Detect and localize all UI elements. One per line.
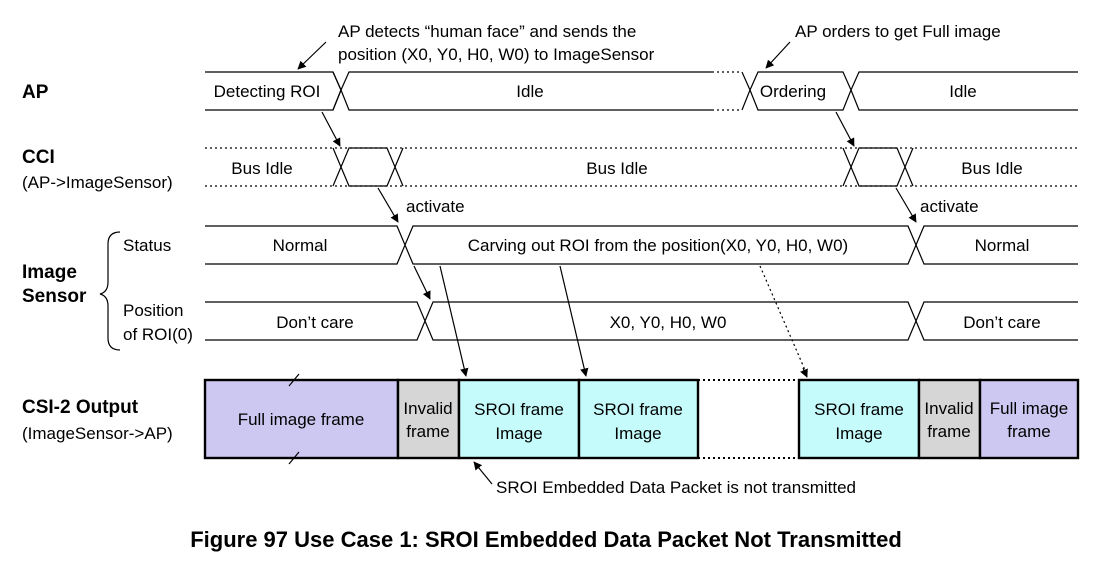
ap-state-idle-2: Idle [949, 82, 976, 101]
frame-1-label-line2: frame [406, 422, 449, 441]
frame-full-image-2 [978, 378, 1080, 460]
cci-to-status-arrow-1 [377, 187, 399, 223]
status-to-position-arrow [413, 265, 431, 300]
sroi-not-transmitted-arrow [473, 461, 493, 485]
cci-row-sublabel: (AP->ImageSensor) [22, 173, 173, 192]
status-timing-row: Normal Carving out ROI from the position… [205, 225, 1078, 265]
status-to-sroi3-arrowhead [800, 367, 808, 378]
image-sensor-label-line1: Image [22, 262, 77, 283]
cci-state-bus-idle-2: Bus Idle [586, 159, 647, 178]
frame-2-label-line1: SROI frame [474, 400, 564, 419]
frame-invalid-1 [396, 378, 461, 460]
cci-row-label: CCI [22, 147, 55, 168]
position-state-dont-care-1: Don’t care [276, 313, 353, 332]
position-sublabel-line1: Position [123, 301, 183, 320]
ap-to-cci-arrow-1 [321, 111, 341, 147]
frame-3-label-line1: SROI frame [593, 400, 683, 419]
image-sensor-label-line2: Sensor [22, 286, 87, 307]
status-to-sroi1-arrow [439, 265, 469, 377]
csi2-row-sublabel: (ImageSensor->AP) [22, 424, 173, 443]
frame-5-label-line2: frame [927, 422, 970, 441]
frame-0-label: Full image frame [238, 410, 365, 429]
csi2-row-label: CSI-2 Output [22, 397, 139, 418]
status-to-sroi3-dotted [759, 265, 806, 371]
activate-note-2: activate [920, 197, 979, 216]
ap-detect-arrow [297, 41, 327, 70]
figure-caption: Figure 97 Use Case 1: SROI Embedded Data… [190, 527, 902, 552]
ap-state-ordering: Ordering [760, 82, 826, 101]
frame-invalid-2 [917, 378, 982, 460]
frame-5-label-line1: Invalid [924, 399, 973, 418]
frame-6-label-line2: frame [1007, 422, 1050, 441]
ap-row-label: AP [22, 82, 49, 103]
status-state-normal-2: Normal [975, 236, 1030, 255]
frame-6-label-line1: Full image [990, 399, 1068, 418]
ap-detect-note-line1: AP detects “human face” and sends the [338, 22, 636, 41]
status-state-carving: Carving out ROI from the position(X0, Y0… [468, 236, 848, 255]
status-state-normal-1: Normal [273, 236, 328, 255]
position-timing-row: Don’t care X0, Y0, H0, W0 Don’t care [205, 301, 1078, 341]
cci-to-status-arrow-2 [895, 187, 917, 223]
frame-4-label-line1: SROI frame [814, 400, 904, 419]
frame-3-label-line2: Image [614, 424, 661, 443]
annotations: AP detects “human face” and sends the po… [297, 22, 1001, 497]
csi2-output-row: Full image frame Invalid frame SROI fram… [203, 373, 1080, 465]
frame-sroi-1 [457, 378, 581, 460]
ap-to-cci-arrow-2 [835, 111, 855, 147]
activate-note-1: activate [406, 197, 465, 216]
status-sublabel: Status [123, 236, 171, 255]
position-sublabel-line2: of ROI(0) [123, 325, 193, 344]
cci-state-bus-idle-1: Bus Idle [231, 159, 292, 178]
break-mark-bottom [288, 451, 300, 465]
row-labels: AP CCI (AP->ImageSensor) Image Sensor St… [22, 82, 193, 443]
frame-sroi-3 [797, 378, 921, 460]
position-state-x0y0h0w0: X0, Y0, H0, W0 [610, 313, 727, 332]
image-sensor-brace [99, 231, 121, 351]
frame-full-image-1 [203, 378, 400, 460]
status-to-sroi2-arrow [559, 265, 589, 377]
frame-4-label-line2: Image [835, 424, 882, 443]
ap-state-detecting-roi: Detecting ROI [214, 82, 321, 101]
ap-orders-arrow [765, 41, 791, 69]
break-mark-top [288, 373, 300, 387]
frame-2-label-line2: Image [495, 424, 542, 443]
ap-state-idle-1: Idle [516, 82, 543, 101]
cci-timing-row: Bus Idle Bus Idle Bus Idle [205, 147, 1078, 187]
position-state-dont-care-2: Don’t care [963, 313, 1040, 332]
ap-orders-note: AP orders to get Full image [795, 22, 1001, 41]
ap-timing-row: Detecting ROI Idle Ordering Idle [205, 71, 1078, 111]
ap-detect-note-line2: position (X0, Y0, H0, W0) to ImageSensor [338, 45, 655, 64]
sroi-not-transmitted-note: SROI Embedded Data Packet is not transmi… [496, 478, 856, 497]
cci-state-bus-idle-3: Bus Idle [961, 159, 1022, 178]
frame-1-label-line1: Invalid [403, 399, 452, 418]
frame-sroi-2 [577, 378, 700, 460]
